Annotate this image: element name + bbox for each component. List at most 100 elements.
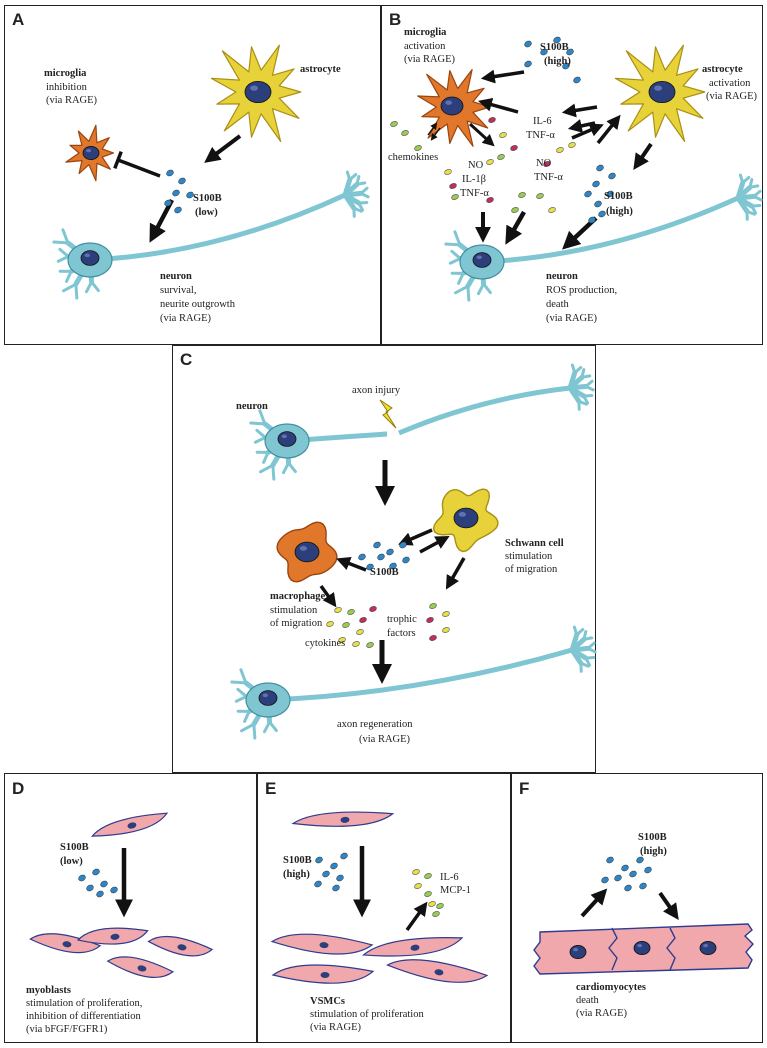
e-vsmc-1-nucleus (319, 942, 329, 949)
b-s100b-right-dot (596, 164, 604, 172)
b-neuron-terminal-branch (741, 175, 751, 185)
c-neuron-regenerated-dendrite-branch (243, 709, 251, 723)
b-mediator-dot (543, 161, 551, 167)
c-neuron-injured-dendrite-branch (258, 409, 267, 426)
b-neuron-dendrite-branch (454, 284, 470, 295)
c-s100b-dot (386, 548, 394, 556)
c-factor-dot (359, 617, 367, 623)
c-neuron-injured-dendrite-branch (249, 421, 267, 426)
c-neuron-injured-dendrite-branch (259, 463, 275, 474)
e-s100b-dot (340, 852, 348, 860)
d-s100b-level: (low) (60, 856, 83, 867)
c-neuron-injured-axon (398, 385, 571, 436)
c-neuron-regenerated-dendrite-branch (236, 687, 248, 699)
e-cytokine-dot (424, 891, 432, 897)
c-regeneration-via: (via RAGE) (359, 734, 411, 745)
c-cytokines-label: cytokines (305, 638, 345, 649)
b-mediator-dot (511, 207, 519, 213)
c-factor-dot (426, 617, 434, 623)
b-neuron-axon (481, 195, 740, 265)
a-s100b-label: S100B (193, 193, 222, 204)
c-neuron-injured-nucleus (277, 431, 297, 447)
b-mediator-dot (451, 194, 459, 200)
c-factor-dot (429, 635, 437, 641)
c-neuron-regenerated-terminal (569, 647, 584, 666)
b-mediator-dot (390, 121, 398, 127)
c-neuron-injured-terminal-branch (573, 365, 583, 375)
b-arrow-cytokines-to-astro (571, 123, 604, 140)
f-s100b-dot (636, 856, 644, 864)
f-s100b-dot (621, 864, 629, 872)
b-s100b-top-dot (524, 60, 532, 68)
b-s100b-top-dot (553, 36, 561, 44)
d-myoblast-3-nucleus (177, 944, 187, 951)
c-s100b-dot (373, 541, 381, 549)
b-mediator-dot (486, 159, 494, 165)
b-mediator-dot (499, 132, 507, 138)
e-vsmc-3-nucleus (320, 972, 330, 978)
b-s100b-top-label: S100B (540, 42, 569, 53)
b-chemokines-label: chemokines (388, 152, 438, 163)
b-neuron-terminal-branch (748, 184, 760, 189)
f-s100b-dot (644, 866, 652, 874)
b-mediator-dot (444, 169, 452, 175)
b-s100b-right-dot (588, 216, 596, 224)
e-cytokine-dot (436, 903, 444, 909)
a-microglia-effect: inhibition (46, 82, 88, 93)
c-neuron-injured-terminal (567, 385, 582, 404)
c-schwann-effect-2: of migration (505, 564, 558, 575)
d-effect-2: inhibition of differentiation (26, 1011, 141, 1022)
f-cardiomyocyte-nucleus-highlight (573, 948, 578, 952)
c-neuron-regenerated-dendrite-branch (240, 722, 256, 733)
b-arrow-cytokines-to-microglia (477, 97, 519, 114)
c-neuron-regenerated-nucleus-highlight (262, 693, 268, 698)
d-via: (via bFGF/FGFR1) (26, 1024, 108, 1035)
b-astrocyte-label: astrocyte (702, 64, 743, 75)
c-factor-dot (366, 642, 374, 648)
f-s100b-dot (624, 884, 632, 892)
d-myoblast-1-nucleus (62, 941, 72, 948)
b-neuron-dendrite-branch (453, 230, 462, 247)
b-astrocyte-via: (via RAGE) (706, 91, 758, 102)
b-neuron-via: (via RAGE) (546, 313, 598, 324)
e-il6-label: IL-6 (440, 872, 459, 883)
b-arrow-cytokines-to-astro-2 (596, 114, 621, 145)
b-microglia-nucleus (440, 96, 464, 116)
b-il1b-label: IL-1β (462, 174, 486, 185)
b-neuron-nucleus (472, 252, 492, 268)
c-factor-dot (356, 629, 364, 635)
c-factor-dot (352, 641, 360, 647)
f-s100b-dot (606, 856, 614, 864)
panel-letter-c: C (180, 350, 193, 369)
c-neuron-injured-terminal-branch (582, 394, 590, 405)
b-arrow-astro-to-cytokines-2 (567, 119, 596, 133)
a-inhibition-bar (117, 158, 161, 178)
b-arrow-s100b-to-microglia (480, 69, 525, 84)
b-arrow-astro-to-s100b (633, 142, 653, 170)
a-microglia-label: microglia (44, 68, 87, 79)
d-effect-1: stimulation of proliferation, (26, 998, 142, 1009)
c-factor-dot (334, 607, 342, 613)
f-intercalated-disc (666, 927, 676, 971)
f-intercalated-disc (608, 927, 618, 971)
c-schwann-nucleus (453, 507, 479, 529)
c-neuron-regenerated-terminal-branch (575, 627, 585, 637)
b-mediator-dot (449, 183, 457, 189)
f-cardiomyocyte-nucleus-highlight (703, 944, 708, 948)
b-neuron-effect-1: ROS production, (546, 285, 617, 296)
b-neuron-terminal-branch (752, 194, 763, 202)
b-mediator-dot (556, 147, 564, 153)
c-neuron-regenerated-terminal-branch (582, 636, 594, 641)
a-astrocyte-nucleus (244, 80, 272, 104)
c-s100b-dot (399, 541, 407, 549)
e-s100b-label: S100B (283, 855, 312, 866)
a-s100b-dot (172, 189, 180, 197)
a-neuron-dendrite-branch (58, 247, 70, 259)
c-factor-dot (347, 609, 355, 615)
panel-letter-b: B (389, 10, 402, 29)
c-factor-dot (369, 606, 377, 612)
b-s100b-right-dot (608, 172, 616, 180)
b-arrow-2-to-neuron (505, 210, 526, 245)
e-s100b-level: (high) (283, 869, 310, 880)
d-myoblast-2-nucleus (110, 933, 120, 940)
